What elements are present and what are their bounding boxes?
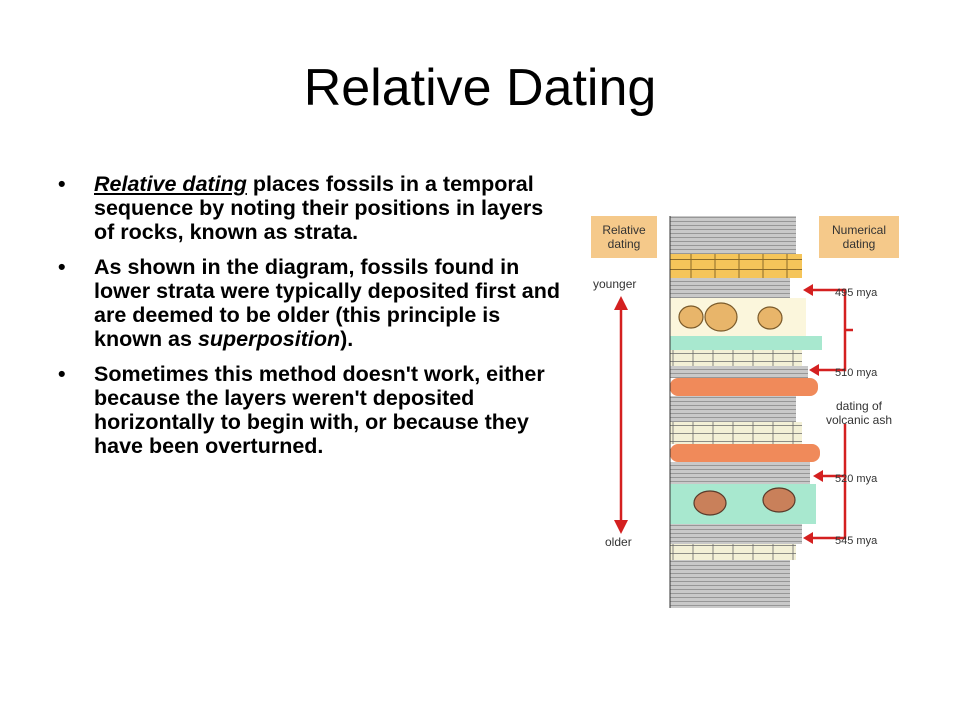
bullet-list: • Relative dating places fossils in a te…: [58, 172, 568, 469]
younger-older-arrow: [614, 296, 628, 534]
trilobite-fossil-icon: [693, 487, 796, 516]
age-arrows: [803, 284, 853, 544]
age-label: 545 mya: [835, 535, 878, 547]
bullet-text: Sometimes this method doesn't work, eith…: [94, 362, 545, 458]
bullet-item: • Sometimes this method doesn't work, ei…: [58, 362, 568, 458]
slide-title: Relative Dating: [303, 59, 657, 117]
volcanic-ash-label-line1: dating of: [836, 399, 883, 413]
strata-diagram: Relative dating Numerical dating younger…: [583, 210, 913, 610]
numerical-dating-header-line1: Numerical: [832, 223, 886, 237]
bullet-glyph: •: [58, 255, 66, 279]
volcanic-ash-label-line2: volcanic ash: [826, 413, 892, 427]
bullet-term: Relative dating: [94, 172, 247, 196]
bullet-text: places fossils in a temporal sequence by…: [94, 172, 544, 244]
older-label: older: [605, 535, 632, 549]
relative-dating-header-line2: dating: [608, 237, 641, 251]
bullet-item: • As shown in the diagram, fossils found…: [58, 255, 568, 351]
strata-column: [669, 216, 822, 608]
relative-dating-header-box: [591, 216, 657, 258]
bullet-text: As shown in the diagram, fossils found i…: [94, 255, 560, 351]
age-label: 520 mya: [835, 473, 878, 485]
numerical-dating-header-box: [819, 216, 899, 258]
numerical-dating-header-line2: dating: [843, 237, 876, 251]
age-label: 495 mya: [835, 287, 878, 299]
bullet-glyph: •: [58, 362, 66, 386]
bullet-glyph: •: [58, 172, 66, 196]
age-label: 510 mya: [835, 367, 878, 379]
bullet-italic-term: superposition: [197, 327, 341, 351]
younger-label: younger: [593, 277, 636, 291]
shell-fossil-icon: [678, 302, 783, 332]
relative-dating-header-line1: Relative: [602, 223, 646, 237]
bullet-item: • Relative dating places fossils in a te…: [58, 172, 568, 244]
bullet-text: ).: [340, 327, 354, 351]
